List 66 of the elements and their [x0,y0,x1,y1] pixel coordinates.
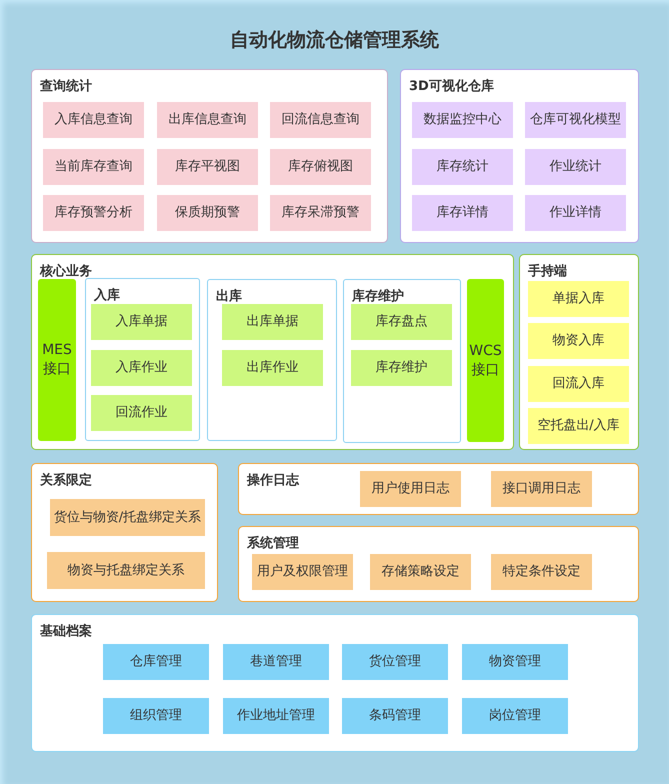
section-heading: 出库 [216,289,242,305]
section-heading: 系统管理 [247,536,299,552]
module-tile: 库存呆滞预警 [270,195,371,231]
module-tile: 空托盘出/入库 [528,408,629,444]
group-panel [85,278,200,441]
module-tile: 存储策略设定 [370,554,471,590]
module-tile: 物资管理 [462,644,568,680]
module-tile: 库存俯视图 [270,149,371,185]
module-tile: 回流入库 [528,366,629,402]
module-tile: 作业详情 [525,195,626,231]
module-tile: 数据监控中心 [412,102,513,138]
module-tile: 回流信息查询 [270,102,371,138]
section-heading: 基础档案 [40,624,92,640]
section-heading: 查询统计 [40,79,92,95]
module-tile: 岗位管理 [462,698,568,734]
section-panel [519,254,639,450]
module-tile: 库存维护 [351,350,452,386]
section-heading: 3D可视化仓库 [409,79,494,95]
section-panel [400,69,639,243]
section-heading: 库存维护 [352,289,404,305]
module-tile: 货位管理 [342,644,448,680]
section-panel [31,463,218,602]
module-tile: 特定条件设定 [491,554,592,590]
module-tile: 单据入库 [528,281,629,317]
section-heading: 手持端 [528,264,567,280]
module-tile: 物资与托盘绑定关系 [47,552,205,589]
section-heading: 入库 [94,288,120,304]
section-heading: 操作日志 [247,473,299,489]
module-tile: 组织管理 [103,698,209,734]
module-tile: 入库作业 [91,350,192,386]
section-heading: 关系限定 [40,473,92,489]
section-heading: 核心业务 [40,264,92,280]
interface-bar: MES接口 [38,279,76,441]
module-tile: 回流作业 [91,395,192,431]
interface-bar: WCS接口 [467,279,504,442]
module-tile: 出库作业 [222,350,323,386]
module-tile: 仓库管理 [103,644,209,680]
module-tile: 库存详情 [412,195,513,231]
module-tile: 货位与物资/托盘绑定关系 [50,499,205,536]
module-tile: 巷道管理 [223,644,329,680]
module-tile: 物资入库 [528,323,629,359]
section-panel [238,463,639,515]
section-panel [31,254,514,450]
module-tile: 接口调用日志 [491,471,592,507]
module-tile: 用户使用日志 [360,471,461,507]
module-tile: 库存预警分析 [43,195,144,231]
module-tile: 作业地址管理 [223,698,329,734]
module-tile: 出库单据 [222,304,323,340]
module-tile: 仓库可视化模型 [525,102,626,138]
module-tile: 作业统计 [525,149,626,185]
section-panel [31,69,388,243]
module-tile: 入库单据 [91,304,192,340]
module-tile: 库存平视图 [157,149,258,185]
group-panel [343,279,461,443]
module-tile: 保质期预警 [157,195,258,231]
module-tile: 当前库存查询 [43,149,144,185]
module-tile: 库存统计 [412,149,513,185]
module-tile: 条码管理 [342,698,448,734]
section-panel [238,526,639,602]
module-tile: 入库信息查询 [43,102,144,138]
group-panel [207,279,337,441]
diagram-title: 自动化物流仓储管理系统 [230,28,439,52]
module-tile: 出库信息查询 [157,102,258,138]
module-tile: 用户及权限管理 [252,554,353,590]
section-panel [31,614,639,752]
module-tile: 库存盘点 [351,304,452,340]
